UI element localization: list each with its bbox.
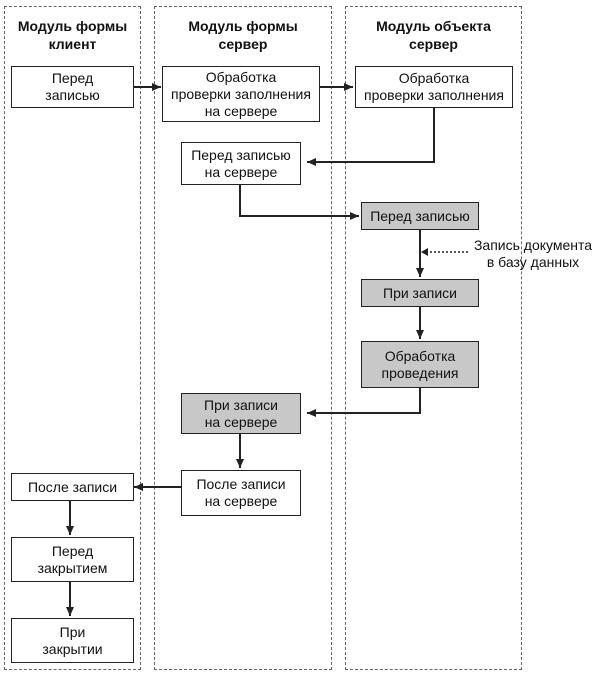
box-before-write: Перед записью: [11, 66, 134, 108]
box-object-on-write: При записи: [361, 279, 479, 307]
lane-title-object-module: Модуль объекта сервер: [376, 18, 491, 52]
lane-title-server-form: Модуль формы сервер: [188, 18, 298, 52]
note-db-write: Запись документа в базу данных: [473, 237, 593, 270]
lane-title-client-form: Модуль формы клиент: [17, 18, 128, 52]
arrow-before-write-server-to-object-before-write: [239, 185, 359, 220]
box-on-write-server: При записи на сервере: [181, 393, 301, 434]
lane-server-form: Модуль формы сервер: [154, 6, 332, 670]
box-object-before-write: Перед записью: [361, 202, 479, 230]
box-form-fill-check-server: Обработка проверки заполнения на сервере: [162, 66, 320, 122]
lane-client-form: Модуль формы клиент: [4, 6, 141, 670]
arrow-posting-to-on-write-server: [307, 388, 421, 417]
box-object-fill-check: Обработка проверки заполнения: [355, 66, 513, 108]
box-on-close: При закрытии: [11, 618, 134, 663]
arrow-object-check-to-before-write-server: [307, 108, 435, 166]
box-before-close: Перед закрытием: [11, 537, 134, 582]
box-after-write-server: После записи на сервере: [181, 470, 301, 516]
dotted-connector-arrowhead: [421, 248, 428, 256]
lane-object-module: Модуль объекта сервер: [345, 6, 522, 670]
box-before-write-server: Перед записью на сервере: [181, 142, 301, 185]
box-object-posting: Обработка проведения: [361, 341, 479, 388]
box-after-write: После записи: [11, 473, 134, 501]
